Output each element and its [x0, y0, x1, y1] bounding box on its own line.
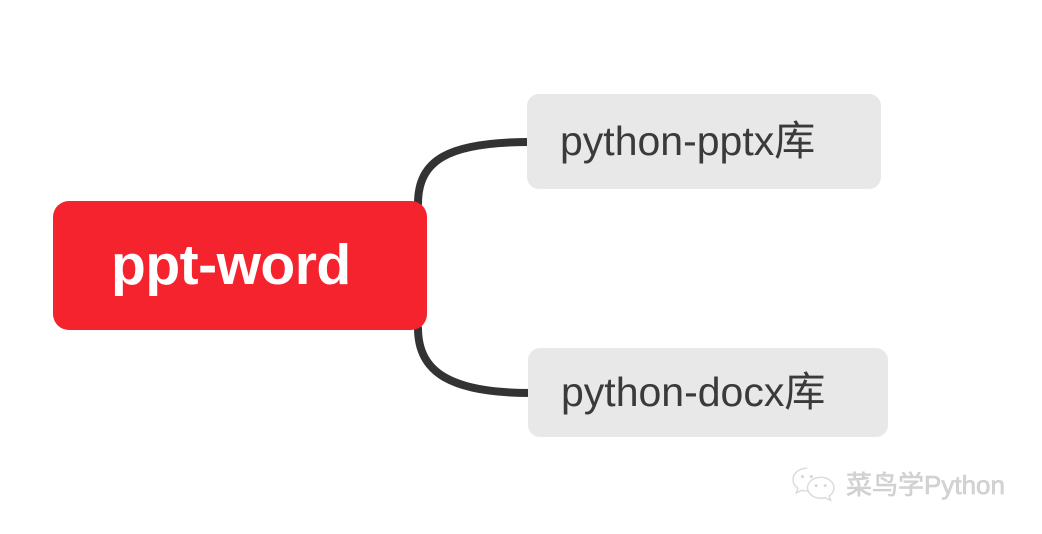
mindmap-child-node-pptx[interactable]: python-pptx库: [527, 94, 881, 189]
wechat-icon: [792, 467, 835, 502]
child-node-label-pptx: python-pptx库: [560, 118, 816, 164]
child-node-label-docx: python-docx库: [561, 369, 826, 415]
connector-root-to-pptx: [414, 138, 534, 208]
mindmap-root-node[interactable]: ppt-word: [53, 201, 427, 330]
connector-root-to-docx: [414, 324, 535, 397]
root-node-label: ppt-word: [111, 233, 351, 297]
mindmap-child-node-docx[interactable]: python-docx库: [528, 348, 888, 437]
watermark: 菜鸟学Python: [791, 466, 1005, 504]
watermark-text: 菜鸟学Python: [846, 470, 1006, 500]
